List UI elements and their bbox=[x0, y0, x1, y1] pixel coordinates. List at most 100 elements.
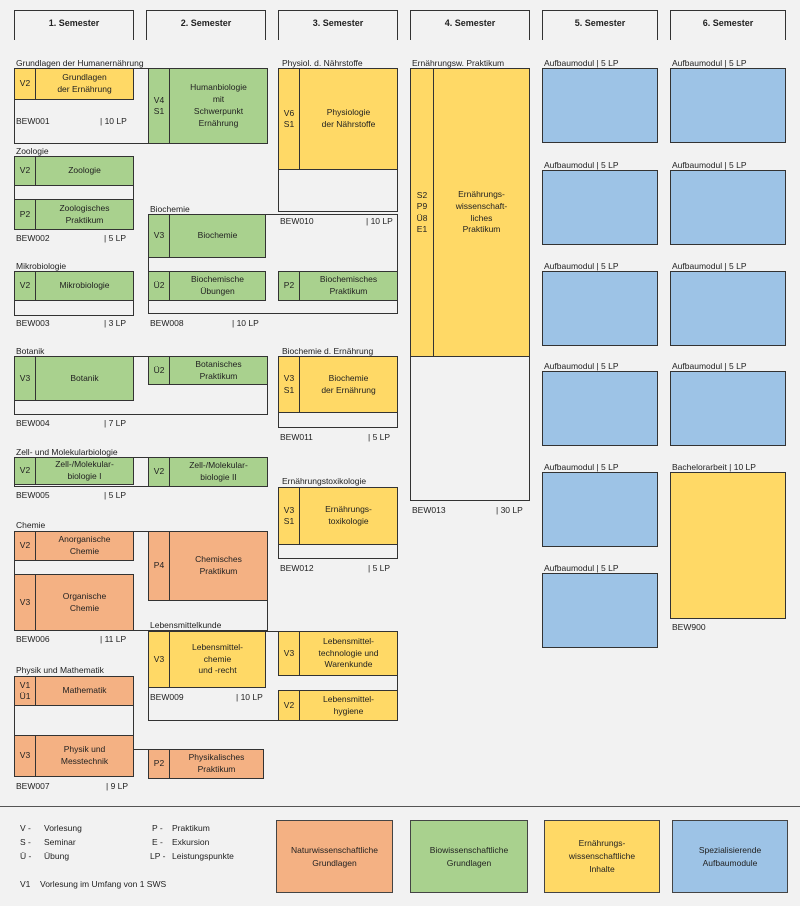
course-humanbiologie[interactable]: V4 S1 Humanbiologie mit Schwerpunkt Ernä… bbox=[148, 68, 268, 144]
course-biochemische-uebungen[interactable]: Ü2 Biochemische Übungen bbox=[148, 271, 266, 301]
course-name: Physikalisches Praktikum bbox=[188, 752, 245, 774]
legend: V - Vorlesung S - Seminar Ü - Übung P - … bbox=[0, 806, 800, 906]
module-code-bew001: BEW001 bbox=[16, 116, 50, 126]
course-botanisches-praktikum[interactable]: Ü2 Botanisches Praktikum bbox=[148, 356, 268, 385]
aufbaumodul-box[interactable] bbox=[542, 371, 658, 446]
course-type: V3 bbox=[149, 215, 170, 257]
aufbau-title: Aufbaumodul | 5 LP bbox=[544, 361, 619, 371]
legend-abbr-value: Leistungspunkte bbox=[172, 851, 234, 861]
course-zoologie[interactable]: V2 Zoologie bbox=[14, 156, 134, 186]
module-lp-bew013: | 30 LP bbox=[496, 505, 523, 515]
course-physikalisches-praktikum[interactable]: P2 Physikalisches Praktikum bbox=[148, 749, 264, 779]
module-code-bew009: BEW009 bbox=[150, 692, 184, 702]
aufbaumodul-box[interactable] bbox=[670, 271, 786, 346]
course-organische-chemie[interactable]: V3 Organische Chemie bbox=[14, 574, 134, 631]
module-lp-bew012: | 5 LP bbox=[368, 563, 391, 573]
module-code-bew010: BEW010 bbox=[280, 216, 314, 226]
course-mikrobiologie[interactable]: V2 Mikrobiologie bbox=[14, 271, 134, 301]
course-type: V2 bbox=[15, 458, 36, 484]
module-code-bew004: BEW004 bbox=[16, 418, 50, 428]
course-lebensmittelhygiene[interactable]: V2 Lebensmittel- hygiene bbox=[278, 690, 398, 721]
course-type: P2 bbox=[149, 750, 170, 778]
course-zoologisches-praktikum[interactable]: P2 Zoologisches Praktikum bbox=[14, 199, 134, 230]
course-name: Lebensmittel- technologie und Warenkunde bbox=[318, 635, 379, 670]
course-botanik[interactable]: V3 Botanik bbox=[14, 356, 134, 401]
course-type: V2 bbox=[15, 69, 36, 99]
course-type: V2 bbox=[15, 157, 36, 185]
aufbaumodul-box[interactable] bbox=[542, 68, 658, 143]
module-code-bew900: BEW900 bbox=[672, 622, 706, 632]
semester-header-5: 5. Semester bbox=[542, 10, 658, 40]
module-code-bew007: BEW007 bbox=[16, 781, 50, 791]
module-code-bew008: BEW008 bbox=[150, 318, 184, 328]
bachelorarbeit-box[interactable] bbox=[670, 472, 786, 619]
aufbau-title: Aufbaumodul | 5 LP bbox=[672, 261, 747, 271]
module-title-bew006: Chemie bbox=[16, 520, 46, 530]
module-title-bew008: Biochemie bbox=[150, 204, 190, 214]
course-physik-messtechnik[interactable]: V3 Physik und Messtechnik bbox=[14, 735, 134, 777]
module-title-bew010: Physiol. d. Nährstoffe bbox=[282, 58, 363, 68]
aufbaumodul-box[interactable] bbox=[542, 573, 658, 648]
module-code-bew006: BEW006 bbox=[16, 634, 50, 644]
course-name: Zoologisches Praktikum bbox=[59, 202, 110, 225]
course-ernaehrungstoxikologie[interactable]: V3 S1 Ernährungs- toxikologie bbox=[278, 487, 398, 545]
module-code-bew013: BEW013 bbox=[412, 505, 446, 515]
module-lp-bew001: | 10 LP bbox=[100, 116, 127, 126]
legend-category-biowissenschaftlich: Biowissenschaftliche Grundlagen bbox=[410, 820, 528, 893]
course-name: Biochemische Übungen bbox=[191, 274, 244, 296]
course-biochemie[interactable]: V3 Biochemie bbox=[148, 214, 266, 258]
aufbaumodul-box[interactable] bbox=[542, 271, 658, 346]
legend-abbr-key: V - bbox=[20, 823, 31, 833]
course-name: Physik und Messtechnik bbox=[60, 744, 109, 766]
course-lebensmittelchemie[interactable]: V3 Lebensmittel- chemie und -recht bbox=[148, 631, 266, 688]
course-type: V3 S1 bbox=[279, 488, 300, 544]
aufbaumodul-box[interactable] bbox=[670, 68, 786, 143]
course-name: Zell-/Molekular- biologie I bbox=[55, 459, 114, 481]
course-grundlagen-ernaehrung[interactable]: V2 Grundlagen der Ernährung bbox=[14, 68, 134, 100]
course-type: P2 bbox=[279, 272, 300, 300]
legend-abbr-key: S - bbox=[20, 837, 31, 847]
course-type: V2 bbox=[279, 691, 300, 720]
legend-abbr-key: P - bbox=[152, 823, 163, 833]
course-name: Lebensmittel- hygiene bbox=[322, 693, 375, 716]
course-type: V4 S1 bbox=[149, 69, 170, 143]
module-lp-bew003: | 3 LP bbox=[104, 318, 127, 328]
course-name: Physiologie der Nährstoffe bbox=[321, 107, 376, 129]
module-title-bew007: Physik und Mathematik bbox=[16, 665, 104, 675]
aufbau-title: Aufbaumodul | 5 LP bbox=[544, 563, 619, 573]
course-anorganische-chemie[interactable]: V2 Anorganische Chemie bbox=[14, 531, 134, 561]
course-physiologie-naehrstoffe[interactable]: V6 S1 Physiologie der Nährstoffe bbox=[278, 68, 398, 170]
module-title-bew012: Ernährungstoxikologie bbox=[282, 476, 367, 486]
course-name: Anorganische Chemie bbox=[58, 534, 111, 556]
aufbaumodul-box[interactable] bbox=[670, 371, 786, 446]
course-ernaehrungswiss-praktikum[interactable]: S2 P9 Ü8 E1 Ernährungs- wissenschaft- li… bbox=[410, 68, 530, 357]
module-code-bew003: BEW003 bbox=[16, 318, 50, 328]
course-name: Grundlagen der Ernährung bbox=[57, 72, 112, 94]
course-chemisches-praktikum[interactable]: P4 Chemisches Praktikum bbox=[148, 531, 268, 601]
course-mathematik[interactable]: V1 Ü1 Mathematik bbox=[14, 676, 134, 706]
connector-line bbox=[134, 749, 148, 750]
aufbaumodul-box[interactable] bbox=[542, 472, 658, 547]
course-type: V2 bbox=[15, 272, 36, 300]
module-title-bew002: Zoologie bbox=[16, 146, 49, 156]
semester-header-6: 6. Semester bbox=[670, 10, 786, 40]
course-zell-molekularbiologie-2[interactable]: V2 Zell-/Molekular- biologie II bbox=[148, 457, 268, 487]
module-title-bew001: Grundlagen der Humanernährung bbox=[16, 58, 144, 68]
course-biochemie-ernaehrung[interactable]: V3 S1 Biochemie der Ernährung bbox=[278, 356, 398, 413]
aufbaumodul-box[interactable] bbox=[542, 170, 658, 245]
semester-header-4: 4. Semester bbox=[410, 10, 530, 40]
course-biochemisches-praktikum[interactable]: P2 Biochemisches Praktikum bbox=[278, 271, 398, 301]
course-type: V3 bbox=[15, 357, 36, 400]
course-type: Ü2 bbox=[149, 272, 170, 300]
legend-abbr-key: E - bbox=[152, 837, 163, 847]
aufbaumodul-box[interactable] bbox=[670, 170, 786, 245]
course-type: V3 bbox=[279, 632, 300, 675]
module-code-bew002: BEW002 bbox=[16, 233, 50, 243]
course-name: Botanik bbox=[70, 372, 99, 383]
course-type: V3 S1 bbox=[279, 357, 300, 412]
course-lebensmitteltechnologie[interactable]: V3 Lebensmittel- technologie und Warenku… bbox=[278, 631, 398, 676]
module-lp-bew007: | 9 LP bbox=[106, 781, 129, 791]
course-type: V2 bbox=[15, 532, 36, 560]
legend-abbr-value: Exkursion bbox=[172, 837, 210, 847]
course-zell-molekularbiologie-1[interactable]: V2 Zell-/Molekular- biologie I bbox=[14, 457, 134, 485]
